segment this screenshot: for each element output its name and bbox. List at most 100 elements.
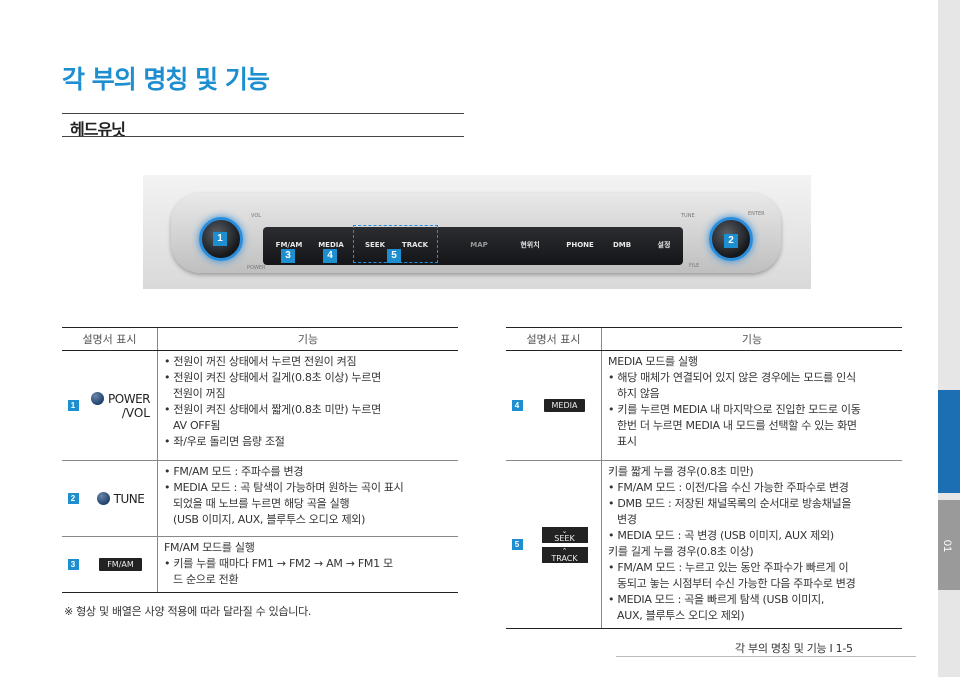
row-icon-cell: MEDIA [528,351,602,460]
fmam-button-icon: FM/AM [99,558,142,571]
enter-label: ENTER [748,211,765,217]
head-unit-image: VOL POWER TUNE ENTER FILE FM/AM MEDIA SE… [143,175,811,289]
desc-line: (USB 이미지, AUX, 블루투스 오디오 제외) [173,513,366,526]
desc-line: • 전원이 켜진 상태에서 길게(0.8초 이상) 누르면 [164,371,381,384]
callout-3: 3 [281,249,295,263]
row-number-badge: 5 [511,539,523,550]
row-icon-cell: TUNE [84,461,158,536]
callout-2: 2 [724,234,738,248]
desc-line: • 좌/우로 돌리면 음량 조절 [164,435,285,448]
row-number-badge: 1 [67,400,79,411]
header-manual-mark: 설명서 표시 [506,328,602,350]
hu-seek-button: SEEK [364,241,386,249]
tune-label: TUNE [96,491,145,506]
desc-line: 표시 [617,435,637,448]
power-label: POWER [247,265,266,271]
section-rule-top [62,113,464,114]
row-description: MEDIA 모드를 실행 • 해당 매체가 연결되어 있지 않은 경우에는 모드… [602,351,902,460]
table-header: 설명서 표시 기능 [62,328,458,351]
table-row: 2 TUNE • FM/AM 모드 : 주파수를 변경 • MEDIA 모드 :… [62,461,458,537]
right-function-table: 설명서 표시 기능 4 MEDIA MEDIA 모드를 실행 • 해당 매체가 … [506,327,902,629]
table-row: 5 ⌄SEEK ⌃TRACK 키를 짧게 누를 경우(0.8초 미만) • FM… [506,461,902,629]
desc-line: 되었을 때 노브를 누르면 해당 곡을 실행 [173,497,350,510]
section-title: 헤드유닛 [70,120,126,139]
desc-line: • FM/AM 모드 : 주파수를 변경 [164,465,304,478]
row-description: • 전원이 꺼진 상태에서 누르면 전원이 켜짐 • 전원이 켜진 상태에서 길… [158,351,458,460]
chapter-tab-label: 01 [941,539,954,553]
desc-line: 하지 않음 [617,387,660,400]
footnote: ※ 형상 및 배열은 사양 적용에 따라 달라질 수 있습니다. [64,605,312,618]
table-row: 4 MEDIA MEDIA 모드를 실행 • 해당 매체가 연결되어 있지 않은… [506,351,902,461]
knob-icon [96,492,110,505]
media-button-icon: MEDIA [543,399,586,412]
chapter-tab [938,500,960,590]
desc-line: 드 순으로 전환 [173,573,239,586]
desc-line: AUX, 블루투스 오디오 제외) [617,609,745,622]
hu-dmb-button: DMB [612,241,632,249]
hu-map-button: MAP [470,241,488,249]
track-label: TRACK [551,553,578,563]
section-rule-bottom [62,136,464,137]
seek-button-icon: ⌄SEEK [541,526,588,543]
chapter-tab-active [938,390,960,493]
row-number-badge: 2 [67,493,79,504]
row-number-badge: 3 [67,559,79,570]
file-label: FILE [689,263,700,269]
power-label-text: POWER [108,391,150,406]
row-description: 키를 짧게 누를 경우(0.8초 미만) • FM/AM 모드 : 이전/다음 … [602,461,902,628]
callout-1: 1 [213,232,227,246]
desc-line: • 해당 매체가 연결되어 있지 않은 경우에는 모드를 인식 [608,371,856,384]
desc-line: 변경 [617,513,637,526]
desc-line: • 키를 누르면 MEDIA 내 마지막으로 진입한 모드로 이동 [608,403,861,416]
row-icon-cell: POWER /VOL [84,351,158,460]
desc-line: 동되고 놓는 시점부터 수신 가능한 다음 주파수로 변경 [617,577,856,590]
desc-line: AV OFF됨 [173,419,221,432]
power-vol-label: POWER [91,392,150,406]
vol-label: VOL [251,213,262,219]
row-icon-cell: ⌄SEEK ⌃TRACK [528,461,602,628]
callout-4: 4 [323,249,337,263]
desc-line: 키를 짧게 누를 경우(0.8초 미만) [608,465,754,478]
table-row: 3 FM/AM FM/AM 모드를 실행 • 키를 누를 때마다 FM1 → F… [62,537,458,593]
footer-rule [616,656,916,657]
page-footer: 각 부의 명칭 및 기능 I 1-5 [735,642,853,655]
desc-line: • MEDIA 모드 : 곡 변경 (USB 이미지, AUX 제외) [608,529,834,542]
vol-label-text: /VOL [121,405,150,420]
row-description: FM/AM 모드를 실행 • 키를 누를 때마다 FM1 → FM2 → AM … [158,537,458,592]
desc-line: • MEDIA 모드 : 곡 탐색이 가능하며 원하는 곡이 표시 [164,481,404,494]
desc-line: • FM/AM 모드 : 이전/다음 수신 가능한 주파수로 변경 [608,481,849,494]
seek-track-buttons: ⌄SEEK ⌃TRACK [541,526,588,563]
hu-media-button: MEDIA [318,241,344,249]
hu-location-button: 현위치 [520,241,540,249]
desc-line: • MEDIA 모드 : 곡을 빠르게 탐색 (USB 이미지, [608,593,825,606]
desc-line: • 키를 누를 때마다 FM1 → FM2 → AM → FM1 모 [164,557,393,570]
hu-track-button: TRACK [401,241,429,249]
desc-line: • 전원이 꺼진 상태에서 누르면 전원이 켜짐 [164,355,357,368]
desc-line: • FM/AM 모드 : 누르고 있는 동안 주파수가 빠르게 이 [608,561,849,574]
header-manual-mark: 설명서 표시 [62,328,158,350]
header-function: 기능 [741,333,763,346]
hu-phone-button: PHONE [566,241,594,249]
row-icon-cell: FM/AM [84,537,158,592]
hu-fmam-button: FM/AM [275,241,303,249]
seek-label: SEEK [554,533,575,543]
header-function: 기능 [297,333,319,346]
desc-line: 키를 길게 누를 경우(0.8초 이상) [608,545,754,558]
row-number-badge: 4 [511,400,523,411]
page-title: 각 부의 명칭 및 기능 [62,65,270,94]
row-description: • FM/AM 모드 : 주파수를 변경 • MEDIA 모드 : 곡 탐색이 … [158,461,458,536]
tune-label-text: TUNE [113,491,145,506]
desc-line: 전원이 꺼짐 [173,387,226,400]
table-row: 1 POWER /VOL • 전원이 꺼진 상태에서 누르면 전원이 켜짐 • … [62,351,458,461]
callout-5: 5 [387,249,401,263]
desc-line: • 전원이 켜진 상태에서 짧게(0.8초 미만) 누르면 [164,403,381,416]
desc-line: 한번 더 누르면 MEDIA 내 모드를 선택할 수 있는 화면 [617,419,857,432]
desc-line: FM/AM 모드를 실행 [164,541,255,554]
left-function-table: 설명서 표시 기능 1 POWER /VOL • 전원이 꺼진 상태에서 누르면… [62,327,458,593]
table-header: 설명서 표시 기능 [506,328,902,351]
desc-line: MEDIA 모드를 실행 [608,355,698,368]
knob-icon [91,392,105,405]
track-button-icon: ⌃TRACK [541,546,588,563]
desc-line: • DMB 모드 : 저장된 채널목록의 순서대로 방송채널을 [608,497,852,510]
tune-label: TUNE [681,213,695,219]
